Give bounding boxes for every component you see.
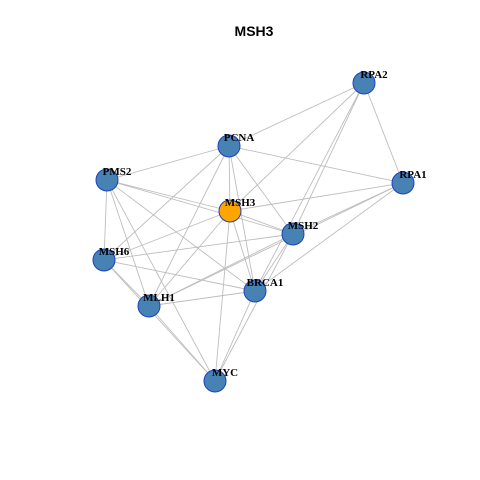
- edge-msh3-msh6: [103, 210, 231, 261]
- node-label-rpa1: RPA1: [399, 169, 426, 181]
- edge-pcna-brca1: [228, 145, 256, 292]
- node-circle-mlh1: [137, 294, 161, 318]
- node-label-rpa2: RPA2: [360, 69, 388, 81]
- node-msh3: MSH3: [218, 197, 256, 223]
- node-circle-myc: [203, 369, 227, 393]
- edge-rpa2-brca1: [254, 82, 365, 292]
- node-circle-msh2: [281, 222, 305, 246]
- edge-pcna-msh2: [228, 145, 294, 235]
- edge-rpa2-pcna: [228, 82, 365, 147]
- edge-msh6-myc: [103, 259, 216, 382]
- edge-brca1-myc: [214, 290, 256, 382]
- node-label-msh2: MSH2: [288, 220, 319, 232]
- edge-rpa2-msh2: [292, 82, 365, 235]
- edge-pcna-pms2: [106, 145, 230, 181]
- edge-msh2-mlh1: [148, 233, 294, 307]
- node-mlh1: MLH1: [137, 292, 175, 318]
- edge-pms2-msh6: [103, 179, 108, 261]
- node-circle-msh6: [92, 248, 116, 272]
- node-circle-pcna: [217, 134, 241, 158]
- node-label-msh3: MSH3: [225, 197, 256, 209]
- edge-pms2-myc: [106, 179, 216, 382]
- node-label-brca1: BRCA1: [247, 277, 284, 289]
- edge-pms2-brca1: [106, 179, 256, 292]
- node-msh2: MSH2: [281, 220, 319, 246]
- edge-rpa1-msh3: [229, 182, 404, 212]
- edge-pms2-mlh1: [106, 179, 150, 307]
- edge-msh3-mlh1: [148, 210, 231, 307]
- node-circle-brca1: [243, 279, 267, 303]
- node-msh6: MSH6: [92, 246, 130, 272]
- node-pcna: PCNA: [217, 132, 255, 158]
- edge-mlh1-myc: [148, 305, 216, 382]
- node-rpa1: RPA1: [391, 169, 427, 195]
- node-circle-rpa1: [391, 171, 415, 195]
- node-label-msh6: MSH6: [99, 246, 130, 258]
- node-pms2: PMS2: [95, 166, 132, 192]
- edge-rpa1-mlh1: [148, 182, 404, 307]
- edge-pcna-rpa1: [228, 145, 404, 184]
- node-circle-pms2: [95, 168, 119, 192]
- edge-brca1-mlh1: [148, 290, 256, 307]
- edge-msh6-brca1: [103, 259, 256, 292]
- edge-pms2-msh3: [106, 179, 231, 212]
- edge-msh2-msh6: [103, 233, 294, 261]
- edge-pcna-msh6: [103, 145, 230, 261]
- node-label-pms2: PMS2: [103, 166, 132, 178]
- node-rpa2: RPA2: [352, 69, 388, 95]
- node-circle-msh3: [218, 199, 242, 223]
- edge-pms2-msh2: [106, 179, 294, 235]
- node-label-pcna: PCNA: [224, 132, 255, 144]
- node-label-myc: MYC: [212, 367, 238, 379]
- edge-rpa2-msh3: [229, 82, 365, 212]
- node-label-mlh1: MLH1: [143, 292, 175, 304]
- edge-layer: [103, 82, 404, 382]
- node-myc: MYC: [203, 367, 238, 393]
- edge-rpa2-rpa1: [363, 82, 404, 184]
- node-circle-rpa2: [352, 71, 376, 95]
- node-brca1: BRCA1: [243, 277, 284, 303]
- edge-msh2-myc: [214, 233, 294, 382]
- diagram-title: MSH3: [235, 23, 274, 39]
- edge-msh3-brca1: [229, 210, 256, 292]
- edge-rpa1-brca1: [254, 182, 404, 292]
- edge-pcna-mlh1: [148, 145, 230, 307]
